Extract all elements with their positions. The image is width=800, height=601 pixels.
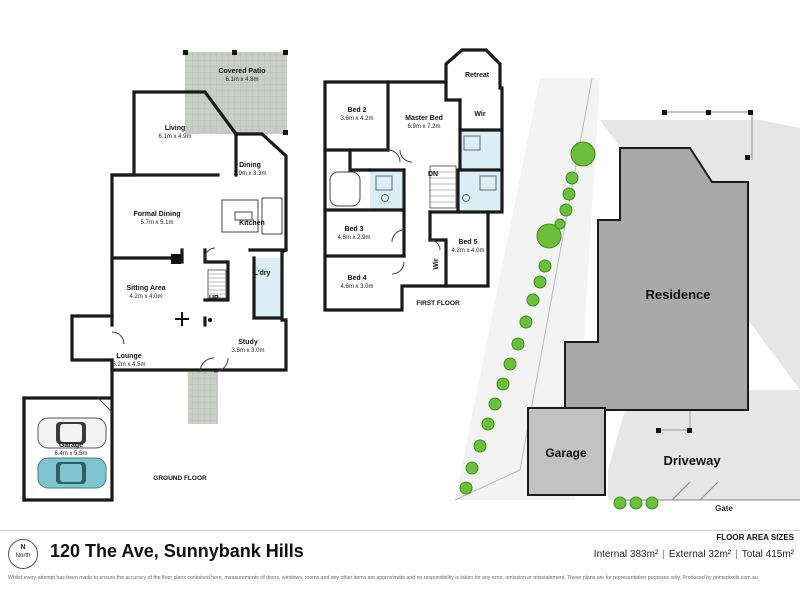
living-dim: 6.1m x 4.9m: [158, 134, 191, 140]
up-stairs-label: UP: [209, 295, 219, 302]
bed2-dim: 3.6m x 4.2m: [340, 116, 373, 122]
garage-footprint: [527, 407, 606, 496]
first-floor-outer-walls: [323, 48, 504, 312]
master-bed-label: Master Bed: [405, 115, 443, 122]
car-white-icon: [37, 417, 107, 449]
bathtub: [329, 171, 361, 207]
first-floor-stairs: [429, 165, 457, 209]
site-garage-label: Garage: [545, 446, 587, 460]
bed4-dim: 4.6m x 3.0m: [340, 284, 373, 290]
first-floor-plan: Bed 2 3.6m x 4.2m Master Bed 6.9m x 7.2m…: [323, 48, 504, 312]
external-area: External 32m²: [668, 549, 732, 560]
covered-patio-dim: 6.1m x 4.8m: [225, 77, 258, 83]
dining-dim: 3.9m x 3.3m: [233, 171, 266, 177]
dn-stairs-label: DN: [428, 171, 438, 178]
site-plan: Residence Garage Driveway Gate: [454, 77, 800, 513]
study-label: Study: [238, 339, 258, 346]
compass-label: North: [15, 553, 31, 559]
covered-patio-label: Covered Patio: [218, 68, 265, 75]
living-label: Living: [165, 125, 186, 132]
property-address: 120 The Ave, Sunnybank Hills: [50, 541, 304, 561]
sitting-area-label: Sitting Area: [126, 285, 165, 292]
retreat-label: Retreat: [465, 72, 490, 79]
ground-stairs: [207, 269, 227, 299]
garage-room-label: Garage: [59, 442, 83, 449]
formal-dining-label: Formal Dining: [133, 211, 180, 218]
bed3-label: Bed 3: [344, 226, 363, 233]
study-dim: 3.8m x 3.0m: [231, 348, 264, 354]
residence-label: Residence: [645, 287, 710, 302]
wir-bed5-label: Wir: [433, 258, 440, 269]
ground-floor-plan: Covered Patio 6.1m x 4.8m Living 6.1m x …: [22, 50, 288, 502]
first-floor-label: FIRST FLOOR: [416, 300, 460, 307]
bed5-dim: 4.2m x 4.0m: [451, 248, 484, 254]
driveway-label: Driveway: [663, 453, 721, 468]
north-compass-icon: N North: [8, 539, 38, 569]
garage-room-dim: 6.4m x 5.5m: [54, 451, 87, 457]
kitchen-label: Kitchen: [239, 220, 265, 227]
ground-floor-outer-walls: [70, 90, 288, 372]
formal-dining-dim: 5.7m x 5.1m: [140, 220, 173, 226]
gate-label: Gate: [715, 504, 733, 513]
laundry-label: L'dry: [254, 270, 271, 277]
footer-bar: N North 120 The Ave, Sunnybank Hills FLO…: [0, 530, 800, 601]
lot-strip: [455, 78, 600, 500]
kitchen-bench: [221, 199, 259, 233]
floor-plan-drawing: Covered Patio 6.1m x 4.8m Living 6.1m x …: [22, 48, 800, 513]
lounge-dim: 6.2m x 4.5m: [112, 362, 145, 368]
internal-area: Internal 383m²: [593, 549, 659, 560]
bed3-dim: 4.6m x 2.9m: [337, 235, 370, 241]
sitting-area-dim: 4.2m x 4.0m: [129, 294, 162, 300]
floor-area-sizes: Internal 383m²|External 32m²|Total 415m²: [593, 549, 794, 560]
laundry-wet-area: [254, 258, 282, 318]
dining-label: Dining: [239, 162, 261, 169]
lounge-label: Lounge: [116, 353, 141, 360]
floor-area-title: FLOOR AREA SIZES: [716, 533, 794, 542]
bed5-label: Bed 5: [458, 239, 477, 246]
bed2-label: Bed 2: [347, 107, 366, 114]
bed4-label: Bed 4: [347, 275, 366, 282]
entry-porch-tiles: [188, 372, 218, 424]
car-teal-icon: [37, 457, 107, 489]
hedge-row: [459, 141, 659, 510]
ground-floor-label: GROUND FLOOR: [153, 475, 207, 482]
total-area: Total 415m²: [741, 549, 794, 560]
disclaimer-text: Whilst every attempt has been made to en…: [8, 575, 758, 581]
master-bed-dim: 6.9m x 7.2m: [407, 124, 440, 130]
wir-master-label: Wir: [474, 111, 485, 118]
compass-n: N: [20, 544, 26, 551]
